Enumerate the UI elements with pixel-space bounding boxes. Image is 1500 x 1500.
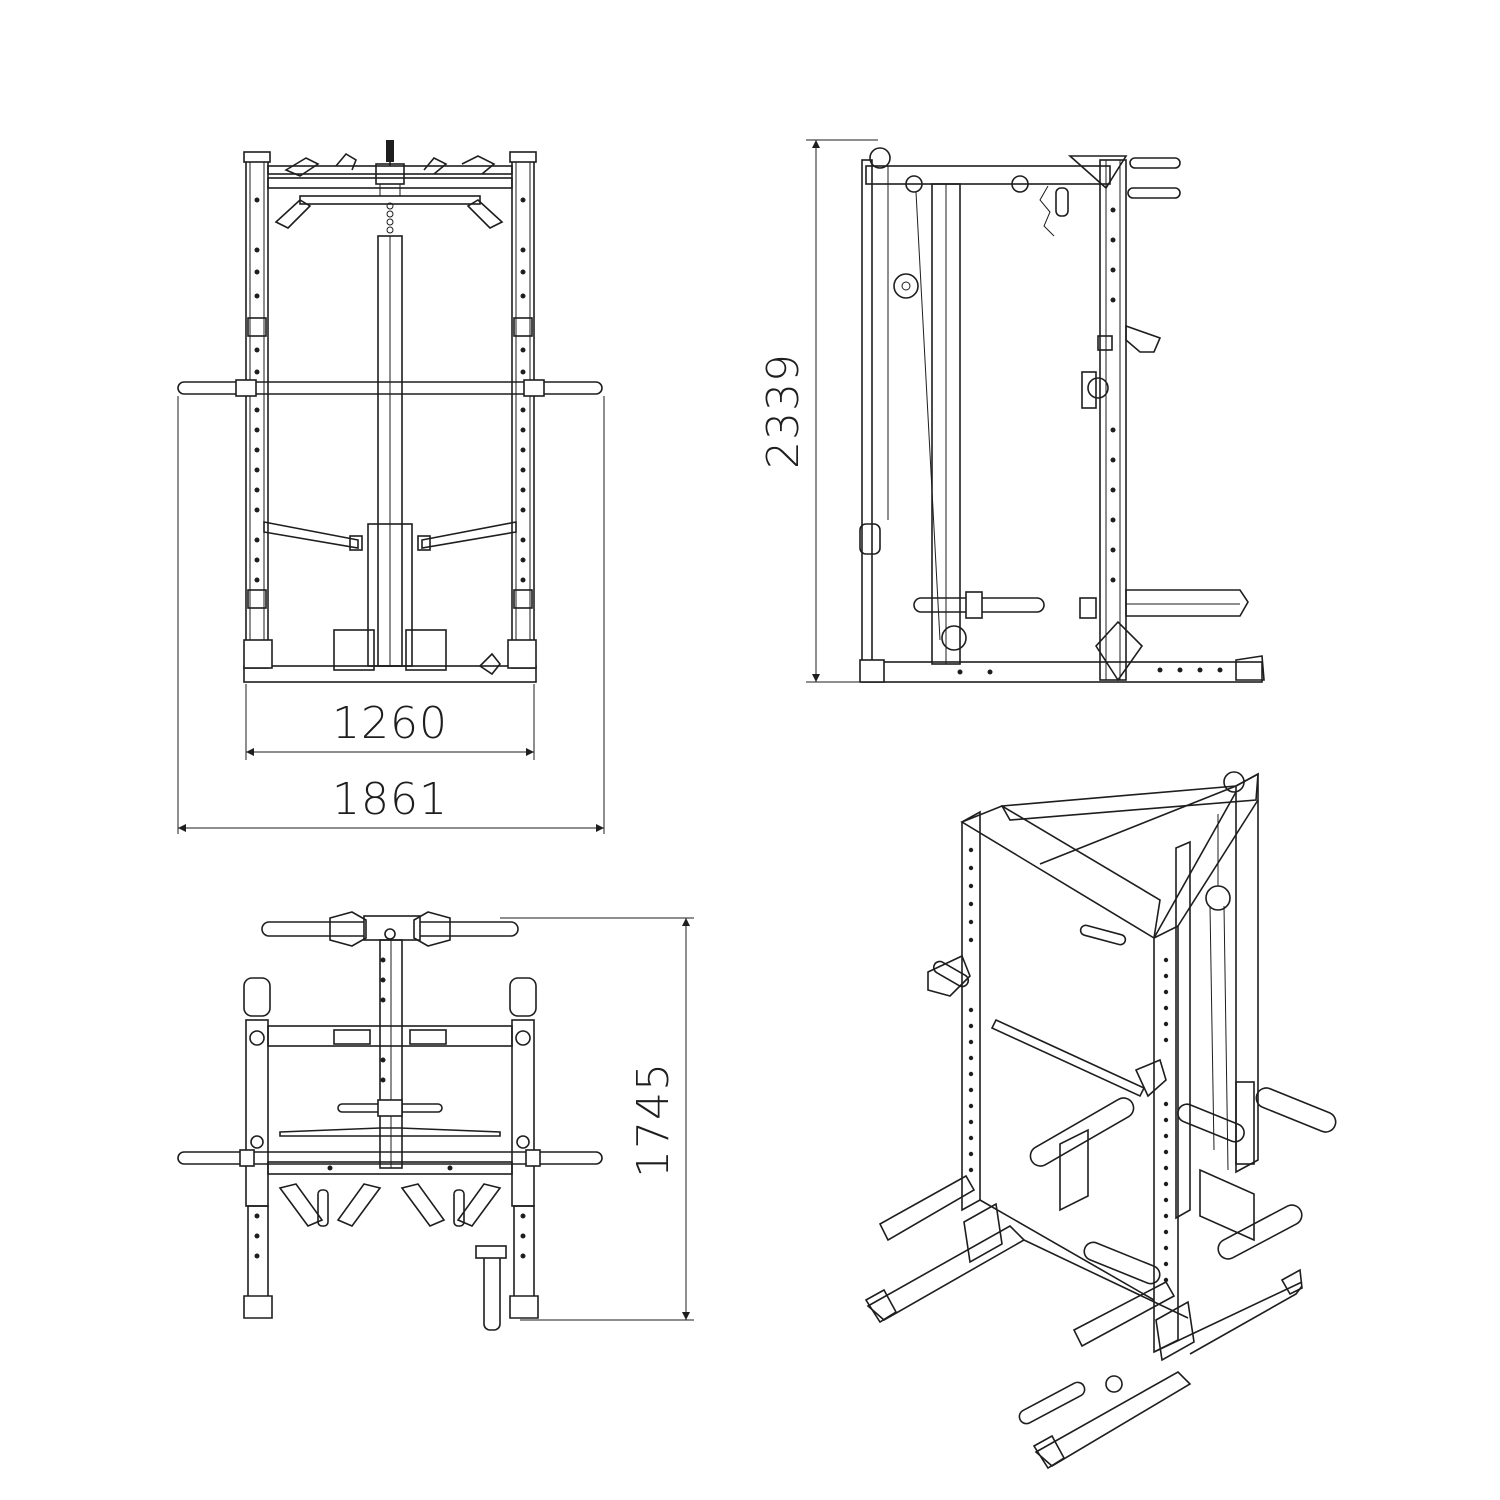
isometric-view <box>864 771 1337 1470</box>
side-view <box>859 147 1265 683</box>
front-dimension-lines <box>177 396 605 834</box>
top-view <box>177 911 603 1331</box>
dimension-front-inner-width: 1260 <box>332 698 448 749</box>
dimension-side-height: 2339 <box>758 353 809 469</box>
front-view <box>177 140 603 683</box>
top-dimension-lines <box>500 917 694 1321</box>
dimension-front-overall-width: 1861 <box>332 774 448 825</box>
dimension-top-depth: 1745 <box>628 1062 679 1178</box>
side-dimension-lines <box>806 139 878 683</box>
